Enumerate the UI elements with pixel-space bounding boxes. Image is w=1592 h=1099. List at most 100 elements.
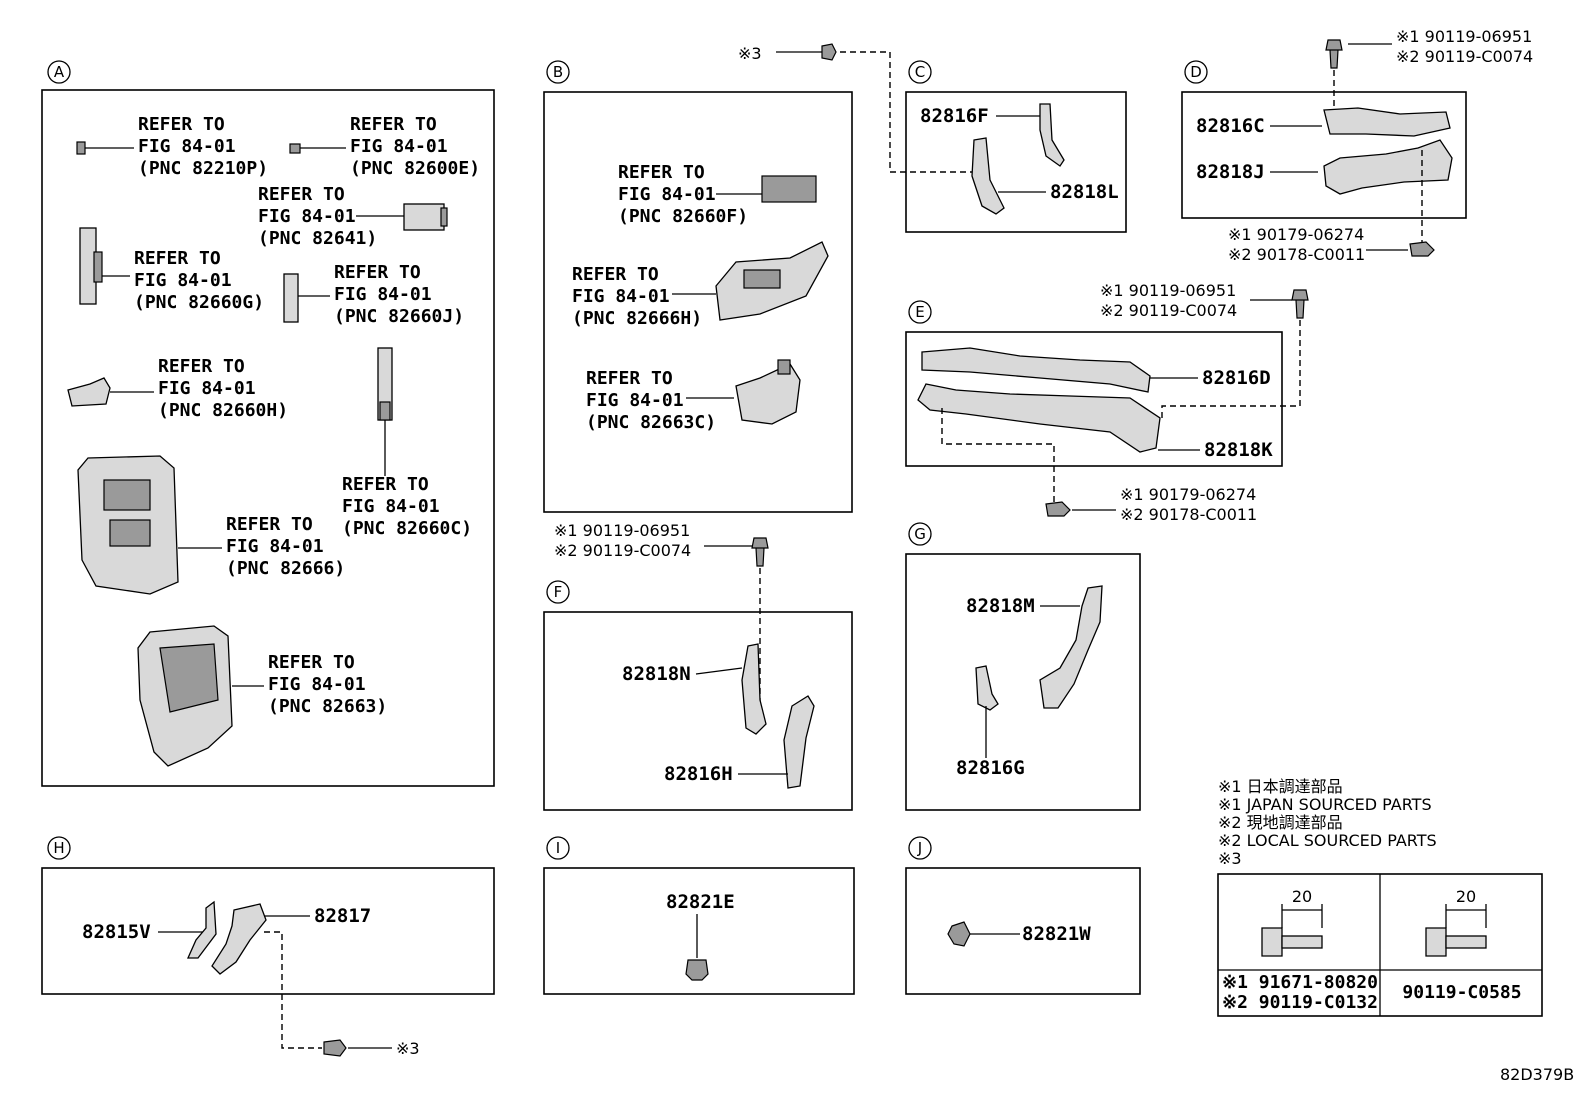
clip-e-japan: ※1 90179-06274	[1120, 485, 1256, 504]
section-g-badge: G	[908, 522, 932, 546]
refer-82600e-pnc[interactable]: (PNC 82600E)	[350, 158, 480, 179]
section-j-badge: J	[908, 836, 932, 860]
part-82817-label[interactable]: 82817	[314, 905, 371, 927]
svg-text:H: H	[53, 839, 64, 857]
refer-82210p-line1: REFER TO	[138, 114, 225, 135]
part-82818m-label[interactable]: 82818M	[966, 595, 1035, 617]
block-82660f-icon[interactable]	[761, 175, 817, 203]
part-82816c-label[interactable]: 82816C	[1196, 115, 1265, 137]
bolt-91671-icon[interactable]	[1261, 904, 1323, 957]
svg-text:B: B	[553, 63, 563, 81]
bolt-90119-c0585-dim: 20	[1456, 887, 1476, 906]
clip-82821e-icon[interactable]	[685, 959, 709, 981]
bracket-82818l-icon[interactable]	[971, 137, 1005, 215]
section-c-box	[905, 91, 1127, 233]
svg-text:J: J	[917, 839, 922, 857]
bracket-82818m-icon[interactable]	[1039, 585, 1103, 709]
part-82821e-label[interactable]: 82821E	[666, 891, 735, 913]
refer-82660c-line1: REFER TO	[342, 474, 429, 495]
part-82815v-label[interactable]: 82815V	[82, 921, 151, 943]
section-i-box	[543, 867, 855, 995]
bolt-f-icon[interactable]	[751, 537, 769, 567]
bracket-82818n-icon[interactable]	[741, 643, 767, 735]
bracket-82816g-icon[interactable]	[975, 665, 999, 711]
section-i-badge: I	[546, 836, 570, 860]
bolt-90119-c0585-icon[interactable]	[1425, 904, 1487, 957]
bolt-e-local: ※2 90119-C0074	[1100, 301, 1237, 320]
clip-d-icon[interactable]	[1409, 241, 1435, 257]
svg-text:F: F	[554, 583, 563, 601]
bolt-d-local: ※2 90119-C0074	[1396, 47, 1533, 66]
clip-d-local: ※2 90178-C0011	[1228, 245, 1365, 264]
clip-82821w-icon[interactable]	[947, 921, 971, 947]
refer-82600e-line2: FIG 84-01	[350, 136, 448, 157]
refer-82660c-pnc[interactable]: (PNC 82660C)	[342, 518, 472, 539]
bracket-82818k-icon[interactable]	[917, 383, 1161, 453]
refer-82641-line2: FIG 84-01	[258, 206, 356, 227]
bolt-h-icon[interactable]	[323, 1039, 347, 1057]
bracket-82818j-icon[interactable]	[1323, 139, 1453, 195]
svg-text:I: I	[556, 839, 560, 857]
refer-82666h-pnc[interactable]: (PNC 82666H)	[572, 308, 702, 329]
connector-82600e-icon[interactable]	[289, 143, 301, 154]
refer-82660g-line2: FIG 84-01	[134, 270, 232, 291]
section-a-box	[41, 89, 495, 787]
bracket-82817-icon[interactable]	[211, 903, 267, 975]
refer-82660h-pnc[interactable]: (PNC 82660H)	[158, 400, 288, 421]
bracket-82815v-icon[interactable]	[186, 900, 217, 959]
section-h-badge: H	[47, 836, 71, 860]
svg-text:C: C	[915, 63, 925, 81]
refer-82660g-line1: REFER TO	[134, 248, 221, 269]
refer-82666-line1: REFER TO	[226, 514, 313, 535]
refer-82660j-pnc[interactable]: (PNC 82660J)	[334, 306, 464, 327]
cover-82663c-icon[interactable]	[735, 363, 801, 425]
section-j-box	[905, 867, 1141, 995]
bracket-82816d-icon[interactable]	[921, 347, 1151, 393]
legend-japan-en: ※1 JAPAN SOURCED PARTS	[1218, 795, 1432, 814]
relay-82660j-icon[interactable]	[283, 273, 299, 323]
refer-82210p-pnc[interactable]: (PNC 82210P)	[138, 158, 268, 179]
bolt-e-japan: ※1 90119-06951	[1100, 281, 1236, 300]
refer-82663c-line2: FIG 84-01	[586, 390, 684, 411]
section-e-box	[905, 331, 1283, 467]
refer-82641-pnc[interactable]: (PNC 82641)	[258, 228, 377, 249]
bolt-d-icon[interactable]	[1325, 39, 1343, 69]
part-82818j-label[interactable]: 82818J	[1196, 161, 1265, 183]
svg-text:E: E	[915, 303, 924, 321]
refer-82666-pnc[interactable]: (PNC 82666)	[226, 558, 345, 579]
bracket-82816c-icon[interactable]	[1323, 107, 1451, 137]
part-82821w-label[interactable]: 82821W	[1022, 923, 1091, 945]
mark3-h: ※3	[396, 1039, 420, 1058]
bracket-82816f-icon[interactable]	[1039, 103, 1065, 167]
part-82816f-label[interactable]: 82816F	[920, 105, 989, 127]
part-82816h-label[interactable]: 82816H	[664, 763, 733, 785]
section-f-box	[543, 611, 853, 811]
relay-82641-icon[interactable]	[403, 203, 445, 231]
svg-text:G: G	[914, 525, 926, 543]
refer-82660h-line1: REFER TO	[158, 356, 245, 377]
refer-82660f-pnc[interactable]: (PNC 82660F)	[618, 206, 748, 227]
connector-82210p-icon[interactable]	[76, 141, 86, 155]
bracket-82816h-icon[interactable]	[783, 695, 815, 789]
part-82818n-label[interactable]: 82818N	[622, 663, 691, 685]
clip-e-icon[interactable]	[1045, 501, 1071, 517]
connector-82660h-icon[interactable]	[67, 377, 111, 407]
bolt-f-japan: ※1 90119-06951	[554, 521, 690, 540]
part-82818l-label[interactable]: 82818L	[1050, 181, 1119, 203]
refer-82663c-pnc[interactable]: (PNC 82663C)	[586, 412, 716, 433]
bolt-table-left-japan: ※1 91671-80820	[1222, 972, 1378, 993]
part-82818k-label[interactable]: 82818K	[1204, 439, 1273, 461]
refer-82660f-line1: REFER TO	[618, 162, 705, 183]
part-82816d-label[interactable]: 82816D	[1202, 367, 1271, 389]
bolt-c-icon[interactable]	[821, 43, 837, 61]
refer-82660g-pnc[interactable]: (PNC 82660G)	[134, 292, 264, 313]
legend-japan-jp: ※1 日本調達部品	[1218, 777, 1343, 796]
refer-82666h-line2: FIG 84-01	[572, 286, 670, 307]
bolt-91671-dim: 20	[1292, 887, 1312, 906]
part-82816g-label[interactable]: 82816G	[956, 757, 1025, 779]
section-h-box	[41, 867, 495, 995]
bolt-e-icon[interactable]	[1291, 289, 1309, 319]
refer-82663-pnc[interactable]: (PNC 82663)	[268, 696, 387, 717]
refer-82666h-line1: REFER TO	[572, 264, 659, 285]
